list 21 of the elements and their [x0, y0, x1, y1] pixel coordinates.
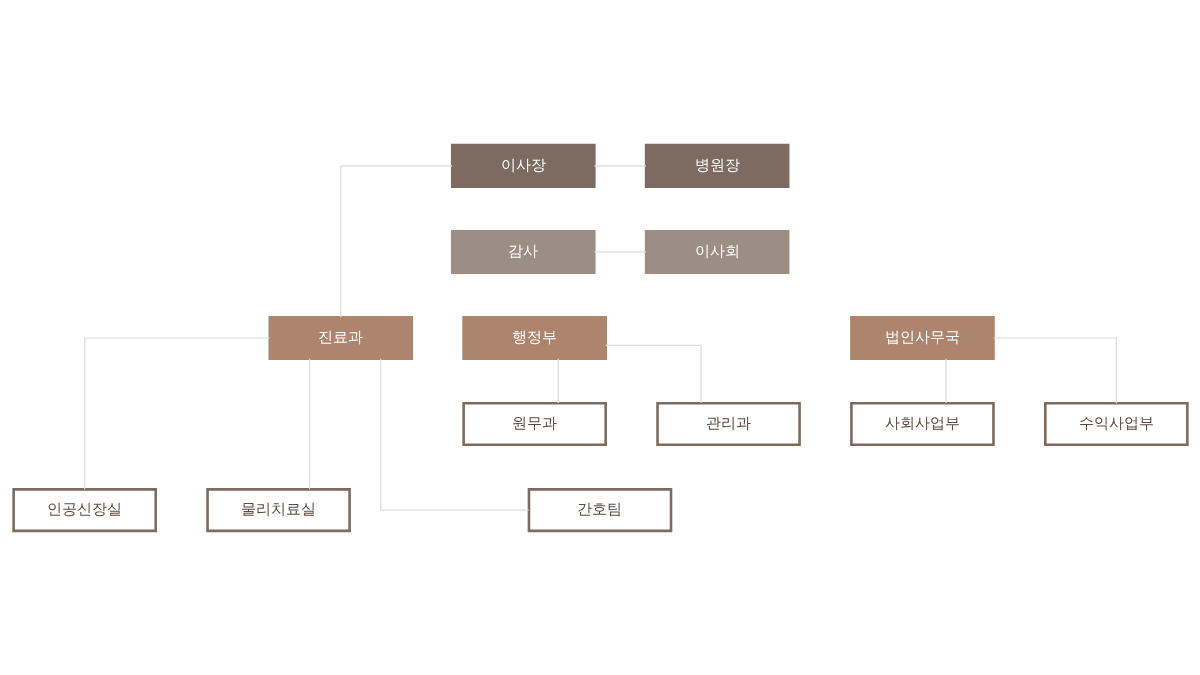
node-box: 이사장	[450, 143, 596, 188]
node-box: 법인사무국	[849, 315, 995, 360]
node-box: 진료과	[267, 315, 413, 360]
connector	[604, 344, 702, 404]
node-box: 관리과	[655, 401, 801, 446]
node-box: 수익사업부	[1043, 401, 1189, 446]
connector	[992, 336, 1117, 404]
node-box: 행정부	[461, 315, 607, 360]
connector	[379, 357, 529, 511]
connector	[83, 336, 270, 490]
node-box: 이사회	[644, 229, 789, 274]
node-box: 인공신장실	[11, 487, 157, 532]
connector	[339, 164, 453, 318]
node-box: 간호팀	[527, 487, 672, 532]
connector	[557, 357, 559, 404]
connector	[308, 357, 310, 490]
node-box: 사회사업부	[849, 401, 995, 446]
node-box: 물리치료실	[205, 487, 351, 532]
node-box: 원무과	[461, 401, 607, 446]
node-box: 병원장	[644, 143, 789, 188]
node-box: 감사	[450, 229, 596, 274]
